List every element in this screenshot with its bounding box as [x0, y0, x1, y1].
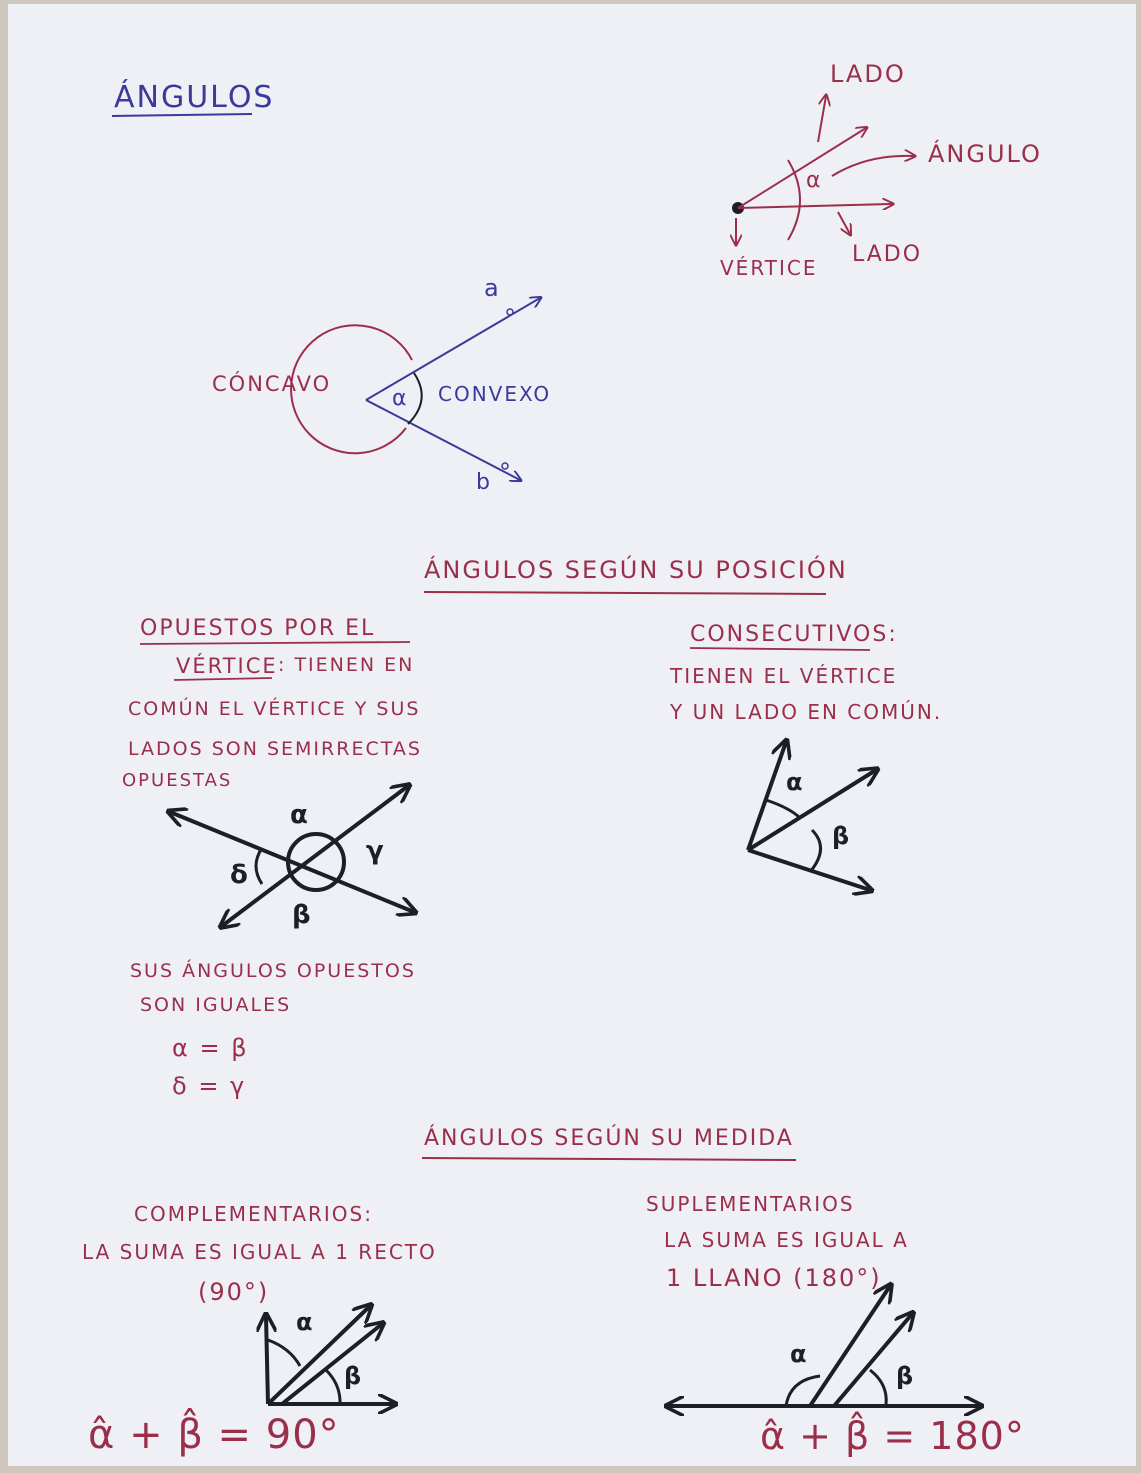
- opposite-line3: LADOS SON SEMIRRECTAS: [128, 738, 422, 760]
- comp-vertical: [266, 1316, 268, 1405]
- label-concavo: CÓNCAVO: [212, 372, 332, 396]
- opposite-delta: δ: [230, 860, 250, 890]
- consecutive-line1: TIENEN EL VÉRTICE: [670, 664, 898, 688]
- supplementary-line1: LA SUMA ES IGUAL A: [664, 1228, 909, 1252]
- pointer-angulo: [831, 156, 914, 177]
- supp-ray-1: [808, 1286, 890, 1408]
- opposite-note-line2: SON IGUALES: [140, 994, 292, 1016]
- complementary-drawing: [266, 1306, 394, 1404]
- label-angulo: ÁNGULO: [928, 140, 1042, 168]
- consecutive-line2: Y UN LADO EN COMÚN.: [670, 700, 943, 724]
- opposite-title-word: VÉRTICE: [176, 654, 278, 678]
- concave-convex-diagram: [290, 298, 540, 480]
- supplementary-alpha: α: [790, 1340, 809, 1368]
- opposite-title-line1: OPUESTOS POR EL: [140, 616, 376, 641]
- label-lado-top: LADO: [830, 60, 906, 88]
- label-vertice: VÉRTICE: [720, 256, 818, 280]
- position-heading-underline: [423, 591, 827, 595]
- opposite-beta: β: [292, 900, 313, 930]
- position-heading: ÁNGULOS SEGÚN SU POSICIÓN: [424, 556, 848, 584]
- label-point-a: a: [484, 274, 501, 302]
- page-title: ÁNGULOS: [114, 80, 275, 115]
- pointer-lado-bottom: [837, 211, 850, 234]
- opposite-note-line1: SUS ÁNGULOS OPUESTOS: [130, 960, 416, 982]
- opposite-gamma: γ: [366, 836, 386, 866]
- complementary-title: COMPLEMENTARIOS:: [134, 1202, 373, 1226]
- title-underline: [111, 113, 253, 117]
- side-lower: [737, 204, 892, 208]
- supplementary-title: SUPLEMENTARIOS: [646, 1192, 855, 1216]
- ray-mid: [746, 770, 876, 852]
- label-lado-bottom: LADO: [852, 242, 923, 267]
- ray-down: [747, 848, 870, 890]
- supplementary-formula: α̂ + β̂ = 180°: [760, 1414, 1025, 1458]
- supplementary-beta: β: [896, 1362, 916, 1390]
- complementary-line1: LA SUMA ES IGUAL A 1 RECTO: [82, 1240, 437, 1264]
- consecutive-beta: β: [832, 822, 852, 850]
- supp-ray-2: [832, 1314, 912, 1408]
- opposite-alpha: α: [290, 800, 310, 830]
- ray-b: [365, 399, 520, 480]
- consecutive-title: CONSECUTIVOS:: [690, 622, 898, 647]
- complementary-line2: (90°): [198, 1278, 270, 1306]
- label-convexo: CONVEXO: [438, 382, 552, 406]
- opposite-title-underline: [139, 641, 411, 645]
- measure-heading-underline: [421, 1157, 797, 1161]
- complementary-alpha: α: [296, 1308, 315, 1336]
- opposite-line1-rest: : TIENEN EN: [278, 654, 415, 676]
- supplementary-drawing: [668, 1286, 980, 1406]
- measure-heading: ÁNGULOS SEGÚN SU MEDIDA: [424, 1126, 794, 1151]
- comp-diag-2: [280, 1324, 382, 1406]
- concave-arc: [290, 324, 413, 455]
- complementary-formula: α̂ + β̂ = 90°: [88, 1412, 340, 1458]
- opposite-eq2: δ = γ: [172, 1072, 247, 1100]
- vertice-underline: [173, 677, 273, 681]
- ray-up: [746, 742, 786, 851]
- side-upper: [737, 128, 866, 209]
- label-point-b: b: [476, 470, 492, 495]
- supplementary-line2: 1 LLANO (180°): [666, 1264, 882, 1292]
- opposite-line2: COMÚN EL VÉRTICE Y SUS: [128, 698, 421, 720]
- opposite-line4: OPUESTAS: [122, 770, 233, 791]
- line-2: [170, 812, 414, 912]
- opposite-circle: [286, 832, 346, 892]
- angle-parts-diagram: [732, 96, 914, 244]
- complementary-beta: β: [344, 1362, 364, 1390]
- consecutive-title-underline: [689, 647, 871, 651]
- comp-diag-1: [266, 1306, 370, 1406]
- convex-arc: [407, 372, 423, 425]
- notebook-page: [8, 4, 1136, 1466]
- label-alpha-parts: α: [806, 168, 823, 193]
- pointer-lado-top: [817, 96, 826, 143]
- opposite-angles-drawing: [170, 786, 414, 926]
- angle-arc: [787, 159, 801, 241]
- label-alpha-cc: α: [392, 386, 409, 411]
- opposite-eq1: α = β: [172, 1034, 249, 1062]
- consecutive-angles-drawing: [746, 742, 876, 890]
- consecutive-alpha: α: [786, 768, 805, 796]
